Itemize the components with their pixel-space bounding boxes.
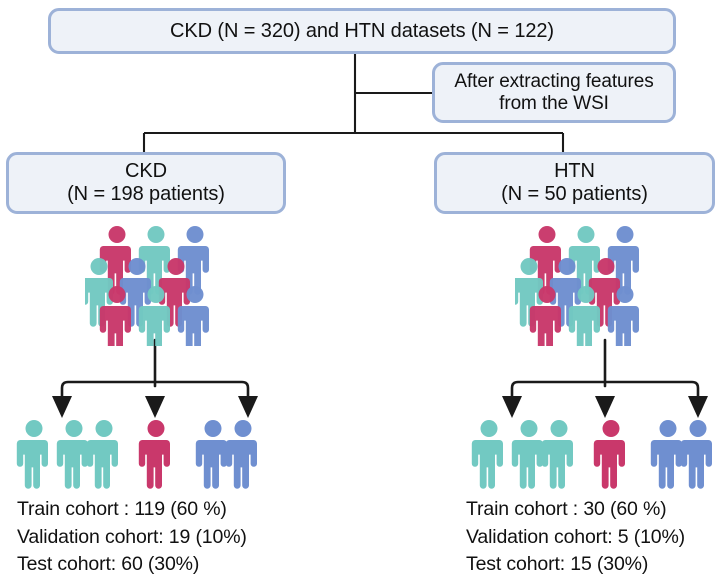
split-icons-ckd	[16, 420, 257, 489]
arrow-down-icon-right-test	[688, 396, 708, 418]
connector-left-bracket	[60, 380, 250, 398]
arrow-down-icon-right-train	[502, 396, 522, 418]
node-ckd[interactable]: CKD (N = 198 patients)	[6, 152, 286, 214]
cohort-summary-ckd: Train cohort : 119 (60 %) Validation coh…	[17, 498, 247, 576]
arrow-down-icon-left-train	[52, 396, 72, 418]
population-cluster-ckd	[85, 226, 209, 346]
split-group-validation	[593, 420, 625, 489]
split-group-test	[195, 420, 257, 489]
population-cluster-htn	[515, 226, 639, 346]
node-htn[interactable]: HTN (N = 50 patients)	[434, 152, 715, 214]
arrow-down-icon-left-validation	[145, 396, 165, 418]
split-group-test	[650, 420, 712, 489]
split-icons-htn	[471, 420, 712, 489]
split-group-train	[16, 420, 118, 489]
connector-right-bracket	[510, 380, 700, 398]
cohort-summary-htn: Train cohort : 30 (60 %) Validation coho…	[466, 498, 686, 576]
split-group-train	[471, 420, 573, 489]
node-top-datasets[interactable]: CKD (N = 320) and HTN datasets (N = 122)	[48, 8, 676, 54]
split-group-validation	[138, 420, 170, 489]
arrow-down-icon-right-validation	[595, 396, 615, 418]
node-annotation-wsi[interactable]: After extracting features from the WSI	[432, 62, 676, 123]
arrow-down-icon-left-test	[238, 396, 258, 418]
